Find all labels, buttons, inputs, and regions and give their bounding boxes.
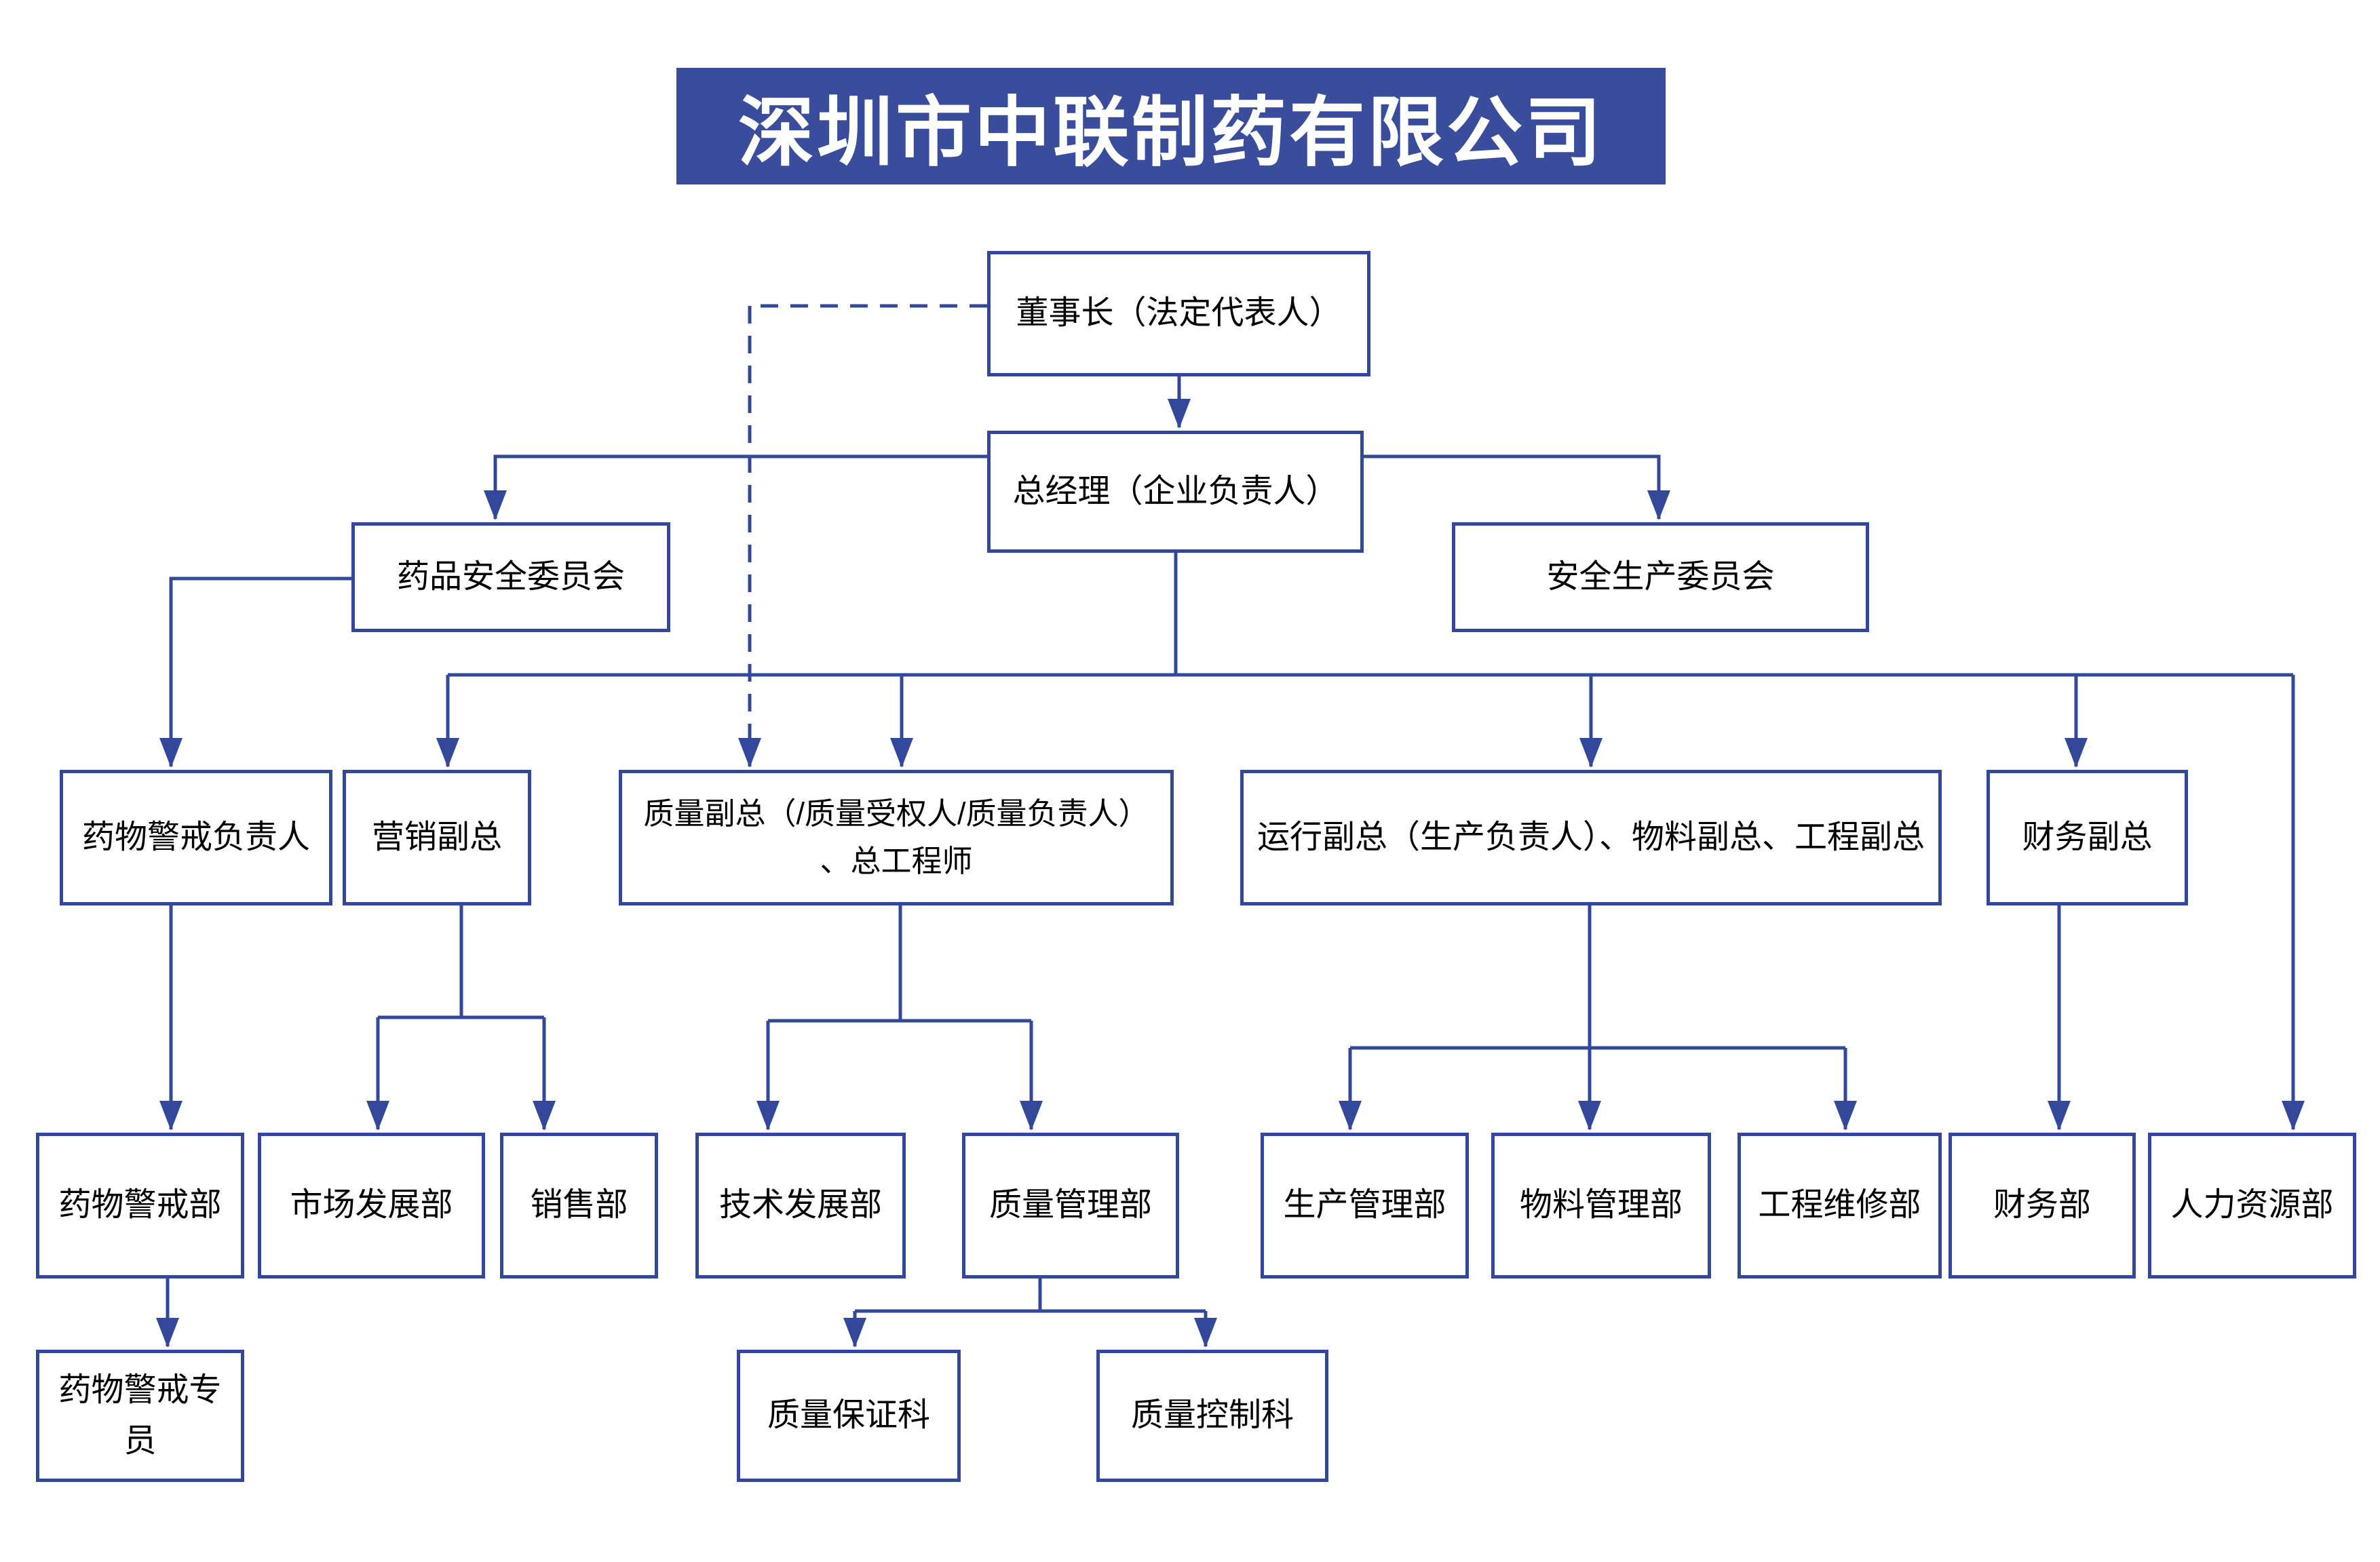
org-box-label: 质量管理部 xyxy=(989,1187,1152,1224)
org-box-chairman: 董事长（法定代表人） xyxy=(987,251,1370,376)
org-box-pv-lead: 药物警戒负责人 xyxy=(60,770,332,905)
org-box-quality-mgmt-dept: 质量管理部 xyxy=(962,1133,1179,1278)
connector-qmd-split xyxy=(855,1278,1206,1313)
org-box-sales-dept: 销售部 xyxy=(500,1133,658,1278)
connector-committee-pv-lead xyxy=(159,577,351,768)
org-box-label: 财务部 xyxy=(1993,1187,2091,1224)
org-box-label: 营销副总 xyxy=(371,819,502,855)
org-box-general-manager: 总经理（企业负责人） xyxy=(987,431,1364,553)
org-box-label: 质量副总（/质量受权人/质量负责人） 、总工程师 xyxy=(643,796,1149,878)
org-box-label: 安全生产委员会 xyxy=(1546,558,1775,595)
org-box-label: 药品安全委员会 xyxy=(396,558,625,595)
org-box-label: 总经理（企业负责人） xyxy=(1012,473,1339,509)
org-box-label: 物料管理部 xyxy=(1519,1187,1683,1224)
org-box-market-dev-dept: 市场发展部 xyxy=(258,1133,485,1278)
org-box-label: 市场发展部 xyxy=(290,1187,453,1224)
org-box-label: 药物警戒部 xyxy=(58,1187,222,1224)
org-box-label: 销售部 xyxy=(530,1187,628,1224)
org-box-material-mgmt-dept: 物料管理部 xyxy=(1491,1133,1711,1278)
company-title: 深圳市中联制药有限公司 xyxy=(738,90,1604,175)
org-box-finance-dept: 财务部 xyxy=(1949,1133,2136,1278)
org-box-work-safety-committee: 安全生产委员会 xyxy=(1452,522,1869,632)
org-box-qc-section: 质量控制科 xyxy=(1096,1350,1328,1482)
org-box-qa-section: 质量保证科 xyxy=(737,1350,961,1482)
org-box-label: 人力资源部 xyxy=(2170,1187,2334,1224)
connector-marketing-split xyxy=(378,905,544,1019)
org-box-label: 药物警戒负责人 xyxy=(81,819,310,855)
org-box-operations-vp: 运行副总（生产负责人）、物料副总、工程副总 xyxy=(1240,770,1942,905)
org-box-hr-dept: 人力资源部 xyxy=(2148,1133,2356,1278)
org-box-finance-vp: 财务副总 xyxy=(1986,770,2188,905)
org-box-label: 生产管理部 xyxy=(1283,1187,1446,1224)
org-box-label: 质量保证科 xyxy=(767,1397,930,1434)
org-box-eng-maint-dept: 工程维修部 xyxy=(1738,1133,1942,1278)
org-box-pv-dept: 药物警戒部 xyxy=(36,1133,244,1278)
org-box-marketing-vp: 营销副总 xyxy=(343,770,531,905)
org-box-label: 运行副总（生产负责人）、物料副总、工程副总 xyxy=(1256,819,1925,855)
company-title-banner: 深圳市中联制药有限公司 xyxy=(676,68,1666,184)
org-box-label: 董事长（法定代表人） xyxy=(1016,295,1342,332)
org-box-label: 质量控制科 xyxy=(1130,1397,1294,1434)
org-box-pv-specialist: 药物警戒专员 xyxy=(36,1350,244,1482)
org-box-label: 财务副总 xyxy=(2022,819,2153,855)
org-box-label: 工程维修部 xyxy=(1758,1187,1921,1224)
org-box-drug-safety-committee: 药品安全委员会 xyxy=(351,522,670,632)
org-box-quality-vp: 质量副总（/质量受权人/质量负责人） 、总工程师 xyxy=(619,770,1174,905)
org-box-label: 药物警戒专员 xyxy=(58,1372,222,1459)
org-box-tech-dev-dept: 技术发展部 xyxy=(695,1133,906,1278)
connector-quality-split xyxy=(768,905,1031,1023)
connector-operations-split xyxy=(1350,905,1845,1050)
org-box-label: 技术发展部 xyxy=(718,1187,882,1224)
connector-gm-work-safety-committee xyxy=(1364,454,1670,520)
connector-gm-drug-safety-committee xyxy=(484,454,987,520)
org-box-production-mgmt-dept: 生产管理部 xyxy=(1261,1133,1469,1278)
